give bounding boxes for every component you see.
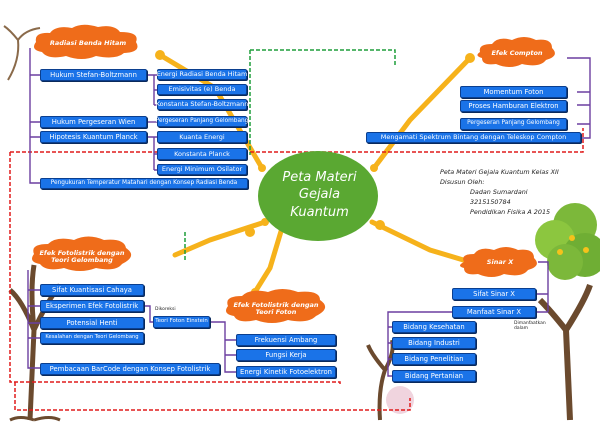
node-pergeseran-panjang-gelombang-radiasi[interactable]: Pergeseran Panjang Gelombang [156,116,248,127]
node-sifat-sinar-x[interactable]: Sifat Sinar X [452,288,536,300]
author-nim: 3215150784 [470,197,511,206]
node-bidang-pertanian[interactable]: Bidang Pertanian [392,370,476,382]
dashed-link-green-mid [184,50,251,262]
node-pembacaan-barcode[interactable]: Pembacaan BarCode dengan Konsep Fotolist… [40,363,220,375]
topic-fotolistrik-gel-label-1: Efek Fotolistrik dengan [39,248,125,257]
node-energi-radiasi[interactable]: Energi Radiasi Benda Hitam [156,69,248,80]
tree-right-decoration [535,203,600,421]
node-potensial-henti[interactable]: Potensial Henti [40,317,144,329]
author-name: Dadan Sumardani [470,187,528,196]
node-energi-kinetik[interactable]: Energi Kinetik Fotoelektron [236,366,336,378]
node-kuanta-energi[interactable]: Kuanta Energi [157,131,247,143]
node-fungsi-kerja[interactable]: Fungsi Kerja [236,349,336,361]
dashed-link-green-top [250,49,396,65]
node-konstanta-stefan-boltzmann[interactable]: Konstanta Stefan-Boltzmann [155,99,249,110]
author-line-1: Peta Materi Gejala Kuantum Kelas XII [440,168,559,176]
topic-fotolistrik-gel-label-2: Teori Gelombang [51,256,113,264]
topic-efek-compton[interactable]: Efek Compton [480,44,554,64]
purple-branch-lines [27,48,591,377]
center-node [258,151,378,241]
topic-fotolistrik-gelombang[interactable]: Efek Fotolistrik dengan Teori Gelombang [36,244,128,270]
node-bidang-industri[interactable]: Bidang Industri [392,337,476,349]
topic-fotolistrik-foton-label-2: Teori Foton [255,308,297,316]
label-dikoreksi: Dikoreksi [155,307,176,312]
dashed-link-red-bottom [14,382,411,411]
node-hukum-wien[interactable]: Hukum Pergeseran Wien [40,116,147,128]
node-spektrum-bintang[interactable]: Mengamati Spektrum Bintang dengan Telesk… [366,132,581,143]
node-pengukuran-temperatur[interactable]: Pengukuran Temperatur Matahari dengan Ko… [40,178,248,189]
center-title-line-3: Kuantum [290,204,349,220]
dashed-link-red-top [10,128,584,153]
node-momentum-foton[interactable]: Momentum Foton [460,86,567,98]
author-line-2: Disusun Oleh: [440,177,485,186]
node-teori-foton-einstein[interactable]: Teori Foton Einstein [153,316,210,328]
node-hipotesis-planck[interactable]: Hipotesis Kuantum Planck [40,131,147,143]
node-bidang-penelitian[interactable]: Bidang Penelitian [392,353,476,365]
author-info: Peta Materi Gejala Kuantum Kelas XII Dis… [440,168,559,218]
center-title: Peta Materi Gejala Kuantum [262,158,377,232]
node-emisivitas[interactable]: Emisivitas (e) Benda [157,84,247,95]
topic-sinar-x[interactable]: Sinar X [464,252,536,274]
node-hukum-stefan-boltzmann[interactable]: Hukum Stefan-Boltzmann [40,69,147,81]
node-konstanta-planck[interactable]: Konstanta Planck [157,148,247,160]
tree-top-left-decoration [3,25,41,81]
node-sifat-kuantisasi-cahaya[interactable]: Sifat Kuantisasi Cahaya [40,284,144,296]
topic-fotolistrik-foton[interactable]: Efek Fotolistrik dengan Teori Foton [228,296,324,322]
topic-radiasi-benda-hitam[interactable]: Radiasi Benda Hitam [40,34,136,54]
node-pergeseran-panjang-gelombang-compton[interactable]: Pergeseran Panjang Gelombang [460,118,567,130]
center-title-line-2: Gejala [298,187,341,203]
node-energi-minimum-osilator[interactable]: Energi Minimum Osilator [157,164,247,175]
topic-compton-label: Efek Compton [491,49,543,58]
node-bidang-kesehatan[interactable]: Bidang Kesehatan [392,321,476,333]
dashed-link-red-left [9,152,341,385]
center-title-line-1: Peta Materi [282,169,357,185]
author-prodi: Pendidikan Fisika A 2015 [470,207,551,216]
node-manfaat-sinar-x[interactable]: Manfaat Sinar X [452,306,536,318]
node-proses-hamburan[interactable]: Proses Hamburan Elektron [460,100,567,112]
topic-sinarx-label: Sinar X [486,258,514,267]
node-frekuensi-ambang[interactable]: Frekuensi Ambang [236,334,336,346]
topic-radiasi-label: Radiasi Benda Hitam [49,39,127,48]
label-dalam: dalam [514,325,529,331]
node-kesalahan-teori-gelombang[interactable]: Kesalahan dengan Teori Gelombang [40,332,144,344]
topic-fotolistrik-foton-label-1: Efek Fotolistrik dengan [233,300,319,309]
node-eksperimen-efek-fotolistrik[interactable]: Eksperimen Efek Fotolistrik [40,300,144,312]
label-dimanfaatkan: Dimanfaatkan [514,321,546,326]
cloud-shapes [32,24,555,323]
